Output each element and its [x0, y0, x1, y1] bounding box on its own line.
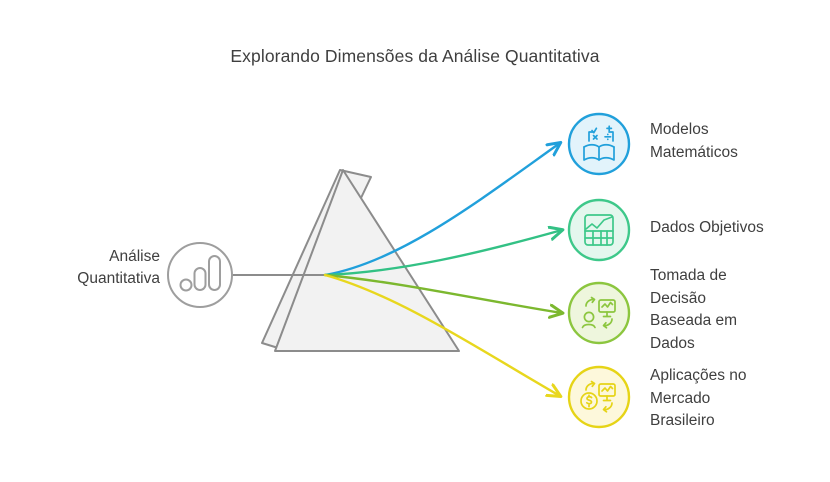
branch-circle-0 — [567, 112, 631, 176]
money-dashboard-icon — [580, 380, 616, 413]
spreadsheet-chart-icon — [584, 214, 614, 246]
branch-label-tomada-de-decisao: Tomada de Decisão Baseada em Dados — [650, 267, 738, 352]
ray-modelos-matematicos — [323, 143, 560, 277]
branch-circle-1 — [567, 198, 631, 262]
branch-label-dados-objetivos: Dados Objetivos — [650, 219, 764, 236]
ray-dados-objetivos — [323, 230, 562, 277]
source-node[interactable] — [167, 242, 233, 308]
prism-front-face — [274, 169, 460, 352]
ray-aplicacoes-mercado — [323, 273, 560, 396]
person-dashboard-icon — [581, 296, 616, 329]
branch-circle-2 — [567, 281, 631, 345]
branch-node-aplicacoes-mercado[interactable] — [567, 365, 631, 429]
source-node-circle — [167, 242, 233, 308]
page-title: Explorando Dimensões da Análise Quantita… — [230, 46, 600, 66]
ray-tomada-de-decisao — [323, 273, 562, 313]
source-node-label: Análise Quantitativa — [77, 248, 160, 287]
branch-circle-3 — [567, 365, 631, 429]
bar-chart-icon — [179, 255, 221, 292]
branch-label-modelos-matematicos: Modelos Matemáticos — [650, 121, 738, 161]
branch-node-dados-objetivos[interactable] — [567, 198, 631, 262]
branch-node-tomada-de-decisao[interactable] — [567, 281, 631, 345]
branch-label-aplicacoes-mercado: Aplicações no Mercado Brasileiro — [650, 367, 747, 429]
math-book-icon — [583, 125, 615, 161]
branch-node-modelos-matematicos[interactable] — [567, 112, 631, 176]
